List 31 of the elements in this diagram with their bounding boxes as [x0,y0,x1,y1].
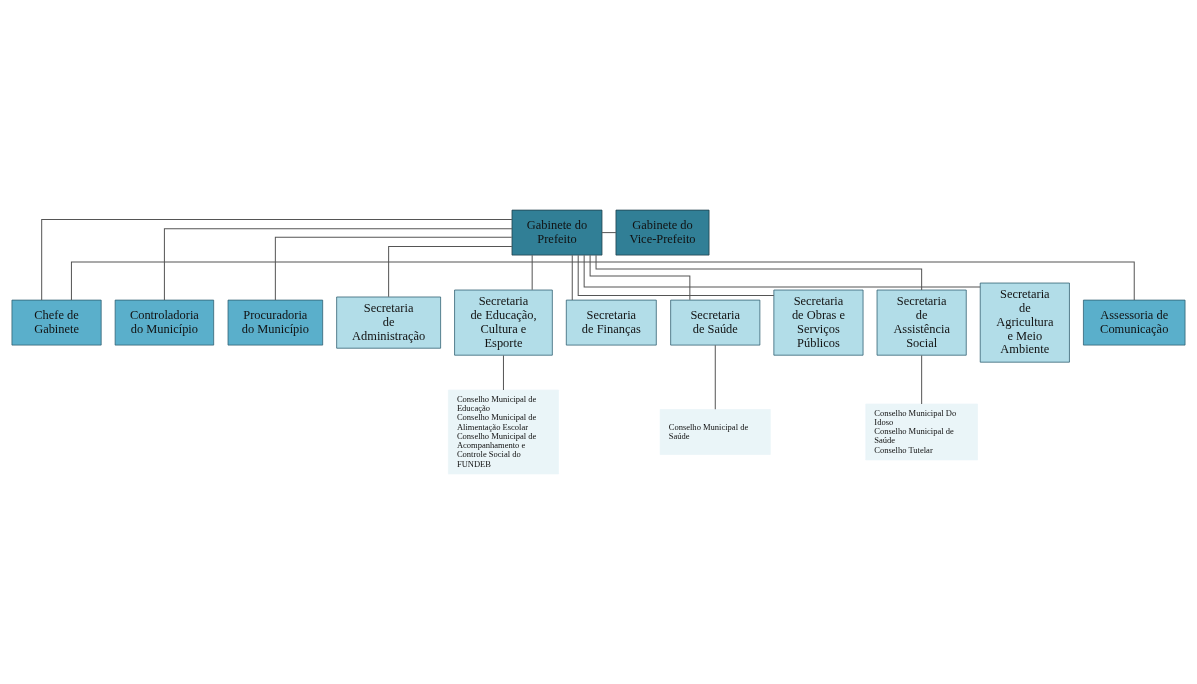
node-box: Conselho Municipal de Saúde [659,409,771,455]
node-box: Chefe de Gabinete [11,299,102,346]
node-box: Secretaria de Educação, Cultura e Esporte [454,289,553,356]
node-box: Controladoria do Município [114,299,215,346]
node-box: Procuradoria do Município [227,299,324,346]
connector [921,354,923,405]
node-box: Conselho Municipal Do Idoso Conselho Municipal de Saúde Conselho Tutelar [865,403,978,461]
node-box: Secretaria de Finanças [565,299,657,346]
node-box: Secretaria de Assistência Social [876,289,967,356]
node-box: Secretaria de Saúde [670,299,761,346]
node-box: Conselho Municipal de Educação Conselho Municipal de Alimentação Escolar Conselho Municipal de Acompanhamento e Controle Social do FUNDEB [448,389,559,475]
node-box: Secretaria de Administração [336,296,441,349]
connector [583,254,981,288]
connector [589,254,691,301]
connector [531,254,533,291]
node-box: Secretaria de Agricultura e Meio Ambiente [979,282,1070,363]
connector [714,344,716,410]
connector [274,236,513,301]
node-box: Secretaria de Obras e Serviços Públicos [773,289,864,356]
connector [601,232,617,234]
connector [502,354,504,391]
connector [163,228,513,301]
connector [388,246,513,298]
connector [571,254,573,301]
connector [41,218,513,301]
node-box: Gabinete do Prefeito [511,209,603,256]
connector [577,254,775,296]
connector [595,254,923,291]
connector [70,261,1135,301]
node-box: Assessoria de Comunicação [1083,299,1186,346]
node-box: Gabinete do Vice-Prefeito [615,209,710,256]
